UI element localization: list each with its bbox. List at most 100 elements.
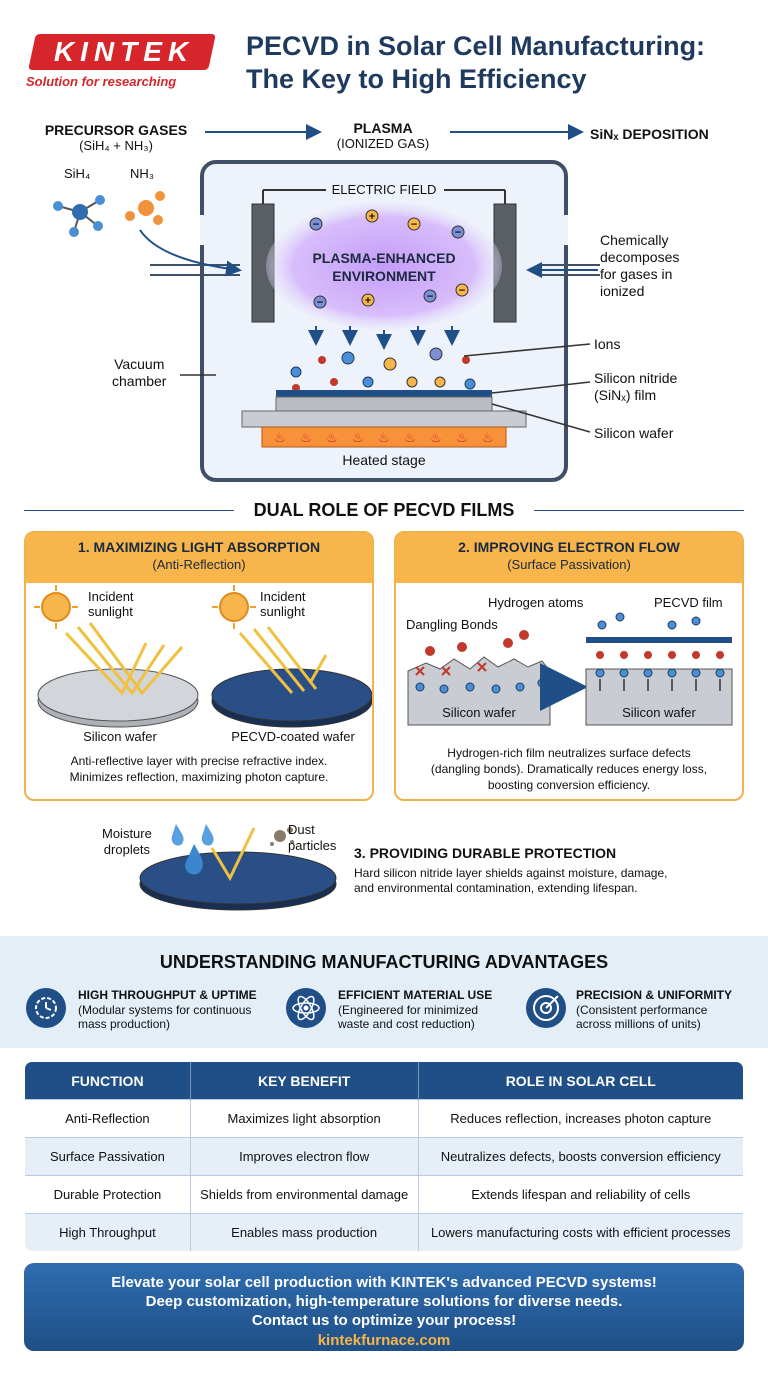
table-header: KEY BENEFIT <box>190 1062 419 1100</box>
flow-step-plasma: PLASMA (IONIZED GAS) <box>318 120 448 151</box>
card1-desc-2: Minimizes reflection, maximizing photon … <box>69 770 329 784</box>
cta-line-1: Elevate your solar cell production with … <box>111 1274 657 1291</box>
label-sih4: SiH₄ <box>64 166 91 181</box>
card3-desc-2: and environmental contamination, extendi… <box>354 881 638 895</box>
dual-role-title: DUAL ROLE OF PECVD FILMS <box>234 500 534 521</box>
table-header-row: FUNCTION KEY BENEFIT ROLE IN SOLAR CELL <box>25 1062 743 1100</box>
flow-step1-label: PRECURSOR GASES <box>44 122 188 138</box>
function-table: FUNCTION KEY BENEFIT ROLE IN SOLAR CELL … <box>24 1061 744 1252</box>
svg-text:♨: ♨ <box>378 430 390 445</box>
label-pecvd-film: PECVD film <box>654 595 723 610</box>
svg-text:♨: ♨ <box>326 430 338 445</box>
adv2-title: EFFICIENT MATERIAL USE <box>338 988 493 1002</box>
adv1-sub: (Modular systems for continuous mass pro… <box>78 1003 251 1031</box>
card1-wafer-right: PECVD-coated wafer <box>231 729 355 744</box>
adv1-sub-1: (Modular systems for continuous <box>78 1003 252 1017</box>
droplet-icon-3 <box>185 844 203 875</box>
adv3-sub-1: (Consistent performance <box>576 1003 708 1017</box>
label-vacuum-chamber: Vacuum chamber <box>112 356 166 390</box>
card2-title: 2. IMPROVING ELECTRON FLOW <box>458 539 680 555</box>
card1-description: Anti-reflective layer with precise refra… <box>34 753 364 785</box>
card2-subtitle: (Surface Passivation) <box>507 557 631 572</box>
svg-text:♨: ♨ <box>274 430 286 445</box>
table-cell: Durable Protection <box>25 1175 191 1214</box>
sun-icon-2 <box>212 585 256 629</box>
target-icon <box>526 988 566 1028</box>
note-line-1: Chemically <box>600 232 669 248</box>
coated-wafer <box>211 668 372 722</box>
label-hydrogen-atoms: Hydrogen atoms <box>488 595 584 610</box>
sun-right-1: Incident <box>260 589 306 604</box>
svg-text:♨: ♨ <box>456 430 468 445</box>
flow-step-deposition: SiNₓ DEPOSITION <box>590 126 709 142</box>
droplet-icon-2 <box>201 824 214 846</box>
card-light-absorption: 1. MAXIMIZING LIGHT ABSORPTION (Anti-Ref… <box>24 531 374 801</box>
svg-text:−: − <box>426 292 434 302</box>
flow-step-precursor: PRECURSOR GASES (SiH₄ + NH₃) <box>36 122 196 153</box>
label-electric-field: ELECTRIC FIELD <box>331 182 437 197</box>
logo-tagline: Solution for researching <box>26 74 177 89</box>
card1-wafer-left: Silicon wafer <box>83 729 157 744</box>
label-ions: Ions <box>594 336 621 352</box>
cta-website-link[interactable]: kintekfurnace.com <box>317 1332 451 1349</box>
table-cell: Enables mass production <box>189 1213 419 1251</box>
anti-reflection-illustration <box>34 585 372 728</box>
svg-text:♨: ♨ <box>352 430 364 445</box>
svg-text:♨: ♨ <box>430 430 442 445</box>
svg-text:♨: ♨ <box>300 430 312 445</box>
adv3-sub-2: across millions of units) <box>576 1017 701 1031</box>
table-row: Anti-Reflection Maximizes light absorpti… <box>25 1099 743 1138</box>
adv1-sub-2: mass production) <box>78 1017 171 1031</box>
note-line-4: ionized <box>600 283 645 299</box>
label-silicon-nitride-film: Silicon nitride (SiNₓ) film <box>594 370 677 404</box>
vacuum-line-1: Vacuum <box>114 356 165 372</box>
label-nh3: NH₃ <box>130 166 155 181</box>
film-line-2: (SiNₓ) film <box>594 387 657 403</box>
nh3-molecule <box>125 191 165 225</box>
cta-banner: Elevate your solar cell production with … <box>24 1263 744 1351</box>
advantage-throughput: HIGH THROUGHPUT & UPTIME (Modular system… <box>24 986 274 1036</box>
page-title: PECVD in Solar Cell Manufacturing: The K… <box>246 30 756 96</box>
table-row: Durable Protection Shields from environm… <box>25 1175 743 1214</box>
card-electron-flow: 2. IMPROVING ELECTRON FLOW (Surface Pass… <box>394 531 744 801</box>
card2-description: Hydrogen-rich film neutralizes surface d… <box>404 745 734 793</box>
label-decomposes: Chemically decomposes for gases in ioniz… <box>600 232 679 300</box>
adv3-sub: (Consistent performance across millions … <box>576 1003 707 1031</box>
title-line-1: PECVD in Solar Cell Manufacturing: <box>246 31 706 61</box>
note-line-3: for gases in <box>600 266 673 282</box>
table-cell: Surface Passivation <box>25 1137 191 1176</box>
table-cell: Extends lifespan and reliability of cell… <box>417 1175 743 1214</box>
passivation-illustration <box>407 612 733 726</box>
svg-text:♨: ♨ <box>404 430 416 445</box>
card1-sun-left-label: Incident sunlight <box>88 589 134 619</box>
label-heated-stage: Heated stage <box>342 452 426 468</box>
heated-stage-plate <box>241 410 527 428</box>
table-cell: Anti-Reflection <box>25 1099 191 1138</box>
dust-1: Dust <box>288 822 315 837</box>
svg-text:−: − <box>454 228 462 238</box>
card1-subtitle: (Anti-Reflection) <box>152 557 246 572</box>
cta-line-2: Deep customization, high-temperature sol… <box>145 1293 623 1310</box>
dust-particles-icon <box>270 827 294 846</box>
gear-clock-icon <box>26 988 66 1028</box>
sun-left-2: sunlight <box>88 604 133 619</box>
card2-wafer-right: Silicon wafer <box>622 705 696 720</box>
sinx-film <box>276 390 492 397</box>
svg-text:−: − <box>316 298 324 308</box>
dust-2: particles <box>288 838 337 853</box>
card2-wafer-left: Silicon wafer <box>442 705 516 720</box>
card2-header: 2. IMPROVING ELECTRON FLOW (Surface Pass… <box>396 533 742 583</box>
table-header: ROLE IN SOLAR CELL <box>418 1062 743 1100</box>
plain-wafer <box>37 668 199 722</box>
card1-desc-1: Anti-reflective layer with precise refra… <box>70 754 328 768</box>
atom-icon <box>286 988 326 1028</box>
table-row: Surface Passivation Improves electron fl… <box>25 1137 743 1176</box>
label-silicon-wafer: Silicon wafer <box>594 425 674 441</box>
flow-step2-label: PLASMA <box>353 120 413 136</box>
svg-text:−: − <box>410 220 418 230</box>
table-cell: High Throughput <box>25 1213 191 1251</box>
svg-text:−: − <box>312 220 320 230</box>
card1-sun-right-label: Incident sunlight <box>260 589 306 619</box>
card1-title: 1. MAXIMIZING LIGHT ABSORPTION <box>77 539 321 555</box>
protection-illustration <box>139 824 337 911</box>
